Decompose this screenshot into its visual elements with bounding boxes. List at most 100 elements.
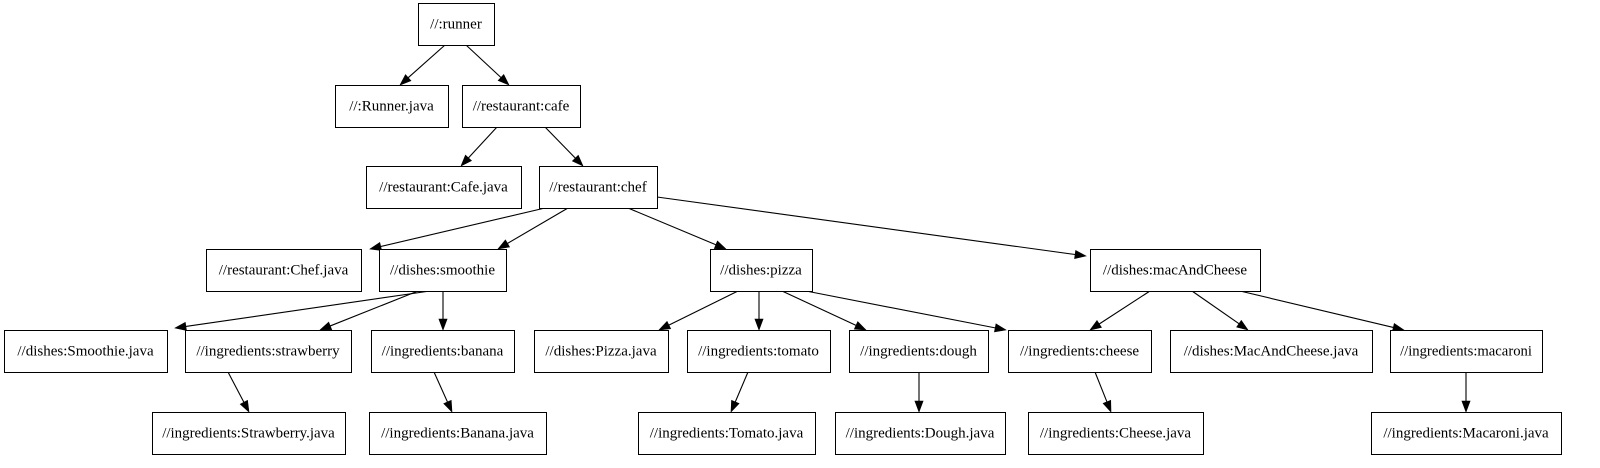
node-box[interactable]: [4, 330, 168, 373]
node-label: //ingredients:banana: [382, 343, 504, 359]
edge-line: [1191, 290, 1240, 325]
graph-node-dishes_pizza[interactable]: //dishes:pizza: [710, 249, 813, 292]
node-box[interactable]: [534, 330, 669, 373]
edge-arrowhead-icon: [658, 320, 672, 331]
node-label: //dishes:MacAndCheese.java: [1184, 343, 1359, 359]
graph-node-runner_java[interactable]: //:Runner.java: [335, 85, 449, 128]
graph-node-ing_cheese[interactable]: //ingredients:cheese: [1008, 330, 1152, 373]
node-layer: //:runner //:Runner.java //restaurant:cafe…: [4, 3, 1562, 455]
graph-node-dishes_smoothie[interactable]: //dishes:smoothie: [379, 249, 507, 292]
edge-arrowhead-icon: [239, 399, 250, 413]
graph-edge: [781, 290, 867, 331]
graph-edge: [627, 207, 727, 250]
node-box[interactable]: [369, 412, 547, 455]
edge-line: [330, 290, 419, 327]
node-box[interactable]: [687, 330, 831, 373]
edge-line: [544, 126, 576, 159]
node-box[interactable]: [710, 249, 813, 292]
edge-layer: [174, 44, 1471, 413]
graph-node-pizza_java[interactable]: //dishes:Pizza.java: [534, 330, 669, 373]
graph-node-macaroni_java[interactable]: //ingredients:Macaroni.java: [1371, 412, 1562, 455]
node-box[interactable]: [1090, 249, 1261, 292]
graph-edge: [433, 371, 453, 413]
graph-node-ing_dough[interactable]: //ingredients:dough: [849, 330, 989, 373]
edge-line: [781, 290, 857, 326]
graph-edge: [465, 44, 510, 86]
graph-node-cheese_java[interactable]: //ingredients:Cheese.java: [1028, 412, 1204, 455]
edge-line: [507, 207, 569, 244]
graph-edge: [1089, 290, 1151, 331]
node-box[interactable]: [335, 85, 449, 128]
graph-node-chef_java[interactable]: //restaurant:Chef.java: [206, 249, 362, 292]
graph-node-runner[interactable]: //:runner: [418, 3, 495, 46]
node-box[interactable]: [418, 3, 495, 46]
graph-edge: [174, 290, 431, 331]
node-label: //ingredients:Dough.java: [846, 425, 995, 441]
edge-arrowhead-icon: [497, 73, 510, 86]
edge-arrowhead-icon: [319, 321, 333, 331]
node-box[interactable]: [152, 412, 346, 455]
node-box[interactable]: [462, 85, 581, 128]
edge-line: [1239, 290, 1394, 328]
graph-node-ing_macaroni[interactable]: //ingredients:macaroni: [1390, 330, 1543, 373]
node-label: //restaurant:Chef.java: [219, 262, 349, 278]
node-box[interactable]: [1390, 330, 1543, 373]
node-box[interactable]: [638, 412, 816, 455]
edge-arrowhead-icon: [853, 321, 867, 331]
graph-node-ing_tomato[interactable]: //ingredients:tomato: [687, 330, 831, 373]
graph-edge: [658, 290, 739, 331]
graph-node-strawberry_java[interactable]: //ingredients:Strawberry.java: [152, 412, 346, 455]
edge-line: [668, 290, 739, 326]
node-label: //dishes:macAndCheese: [1103, 262, 1247, 278]
node-label: //ingredients:Tomato.java: [650, 425, 804, 441]
graph-node-cafe_java[interactable]: //restaurant:Cafe.java: [366, 166, 522, 209]
graph-node-restaurant_chef[interactable]: //restaurant:chef: [539, 166, 658, 209]
edge-line: [805, 290, 996, 329]
graph-edge: [460, 126, 498, 167]
graph-edge: [319, 290, 419, 331]
node-label: //restaurant:cafe: [473, 98, 570, 114]
node-label: //dishes:smoothie: [390, 262, 495, 278]
node-box[interactable]: [379, 249, 507, 292]
node-box[interactable]: [366, 166, 522, 209]
edge-arrowhead-icon: [1236, 319, 1249, 331]
node-box[interactable]: [371, 330, 515, 373]
graph-node-smoothie_java[interactable]: //dishes:Smoothie.java: [4, 330, 168, 373]
graph-node-restaurant_cafe[interactable]: //restaurant:cafe: [462, 85, 581, 128]
edge-line: [465, 44, 502, 78]
graph-node-dough_java[interactable]: //ingredients:Dough.java: [835, 412, 1006, 455]
graph-edge: [805, 290, 1007, 333]
node-label: //ingredients:Macaroni.java: [1383, 425, 1549, 441]
graph-node-dishes_macandcheese[interactable]: //dishes:macAndCheese: [1090, 249, 1261, 292]
node-box[interactable]: [1170, 330, 1373, 373]
node-box[interactable]: [1371, 412, 1562, 455]
edge-line: [468, 126, 498, 159]
node-label: //ingredients:strawberry: [196, 343, 340, 359]
graph-node-macandcheese_java[interactable]: //dishes:MacAndCheese.java: [1170, 330, 1373, 373]
node-box[interactable]: [185, 330, 352, 373]
edge-arrowhead-icon: [713, 240, 727, 250]
graph-node-ing_banana[interactable]: //ingredients:banana: [371, 330, 515, 373]
graph-node-tomato_java[interactable]: //ingredients:Tomato.java: [638, 412, 816, 455]
edge-line: [734, 371, 749, 403]
node-box[interactable]: [835, 412, 1006, 455]
node-box[interactable]: [1008, 330, 1152, 373]
edge-line: [627, 207, 717, 246]
edge-arrowhead-icon: [571, 154, 584, 167]
node-box[interactable]: [539, 166, 658, 209]
node-box[interactable]: [849, 330, 989, 373]
edge-arrowhead-icon: [730, 399, 740, 413]
edge-arrowhead-icon: [174, 321, 187, 331]
edge-arrowhead-icon: [460, 154, 472, 167]
edge-line: [407, 44, 446, 79]
graph-edge: [399, 44, 446, 86]
graph-node-ing_strawberry[interactable]: //ingredients:strawberry: [185, 330, 352, 373]
node-box[interactable]: [206, 249, 362, 292]
node-label: //dishes:Smoothie.java: [17, 343, 154, 359]
graph-node-banana_java[interactable]: //ingredients:Banana.java: [369, 412, 547, 455]
node-label: //ingredients:Strawberry.java: [162, 425, 335, 441]
node-box[interactable]: [1028, 412, 1204, 455]
graph-edge: [1191, 290, 1249, 331]
node-label: //ingredients:Banana.java: [381, 425, 534, 441]
